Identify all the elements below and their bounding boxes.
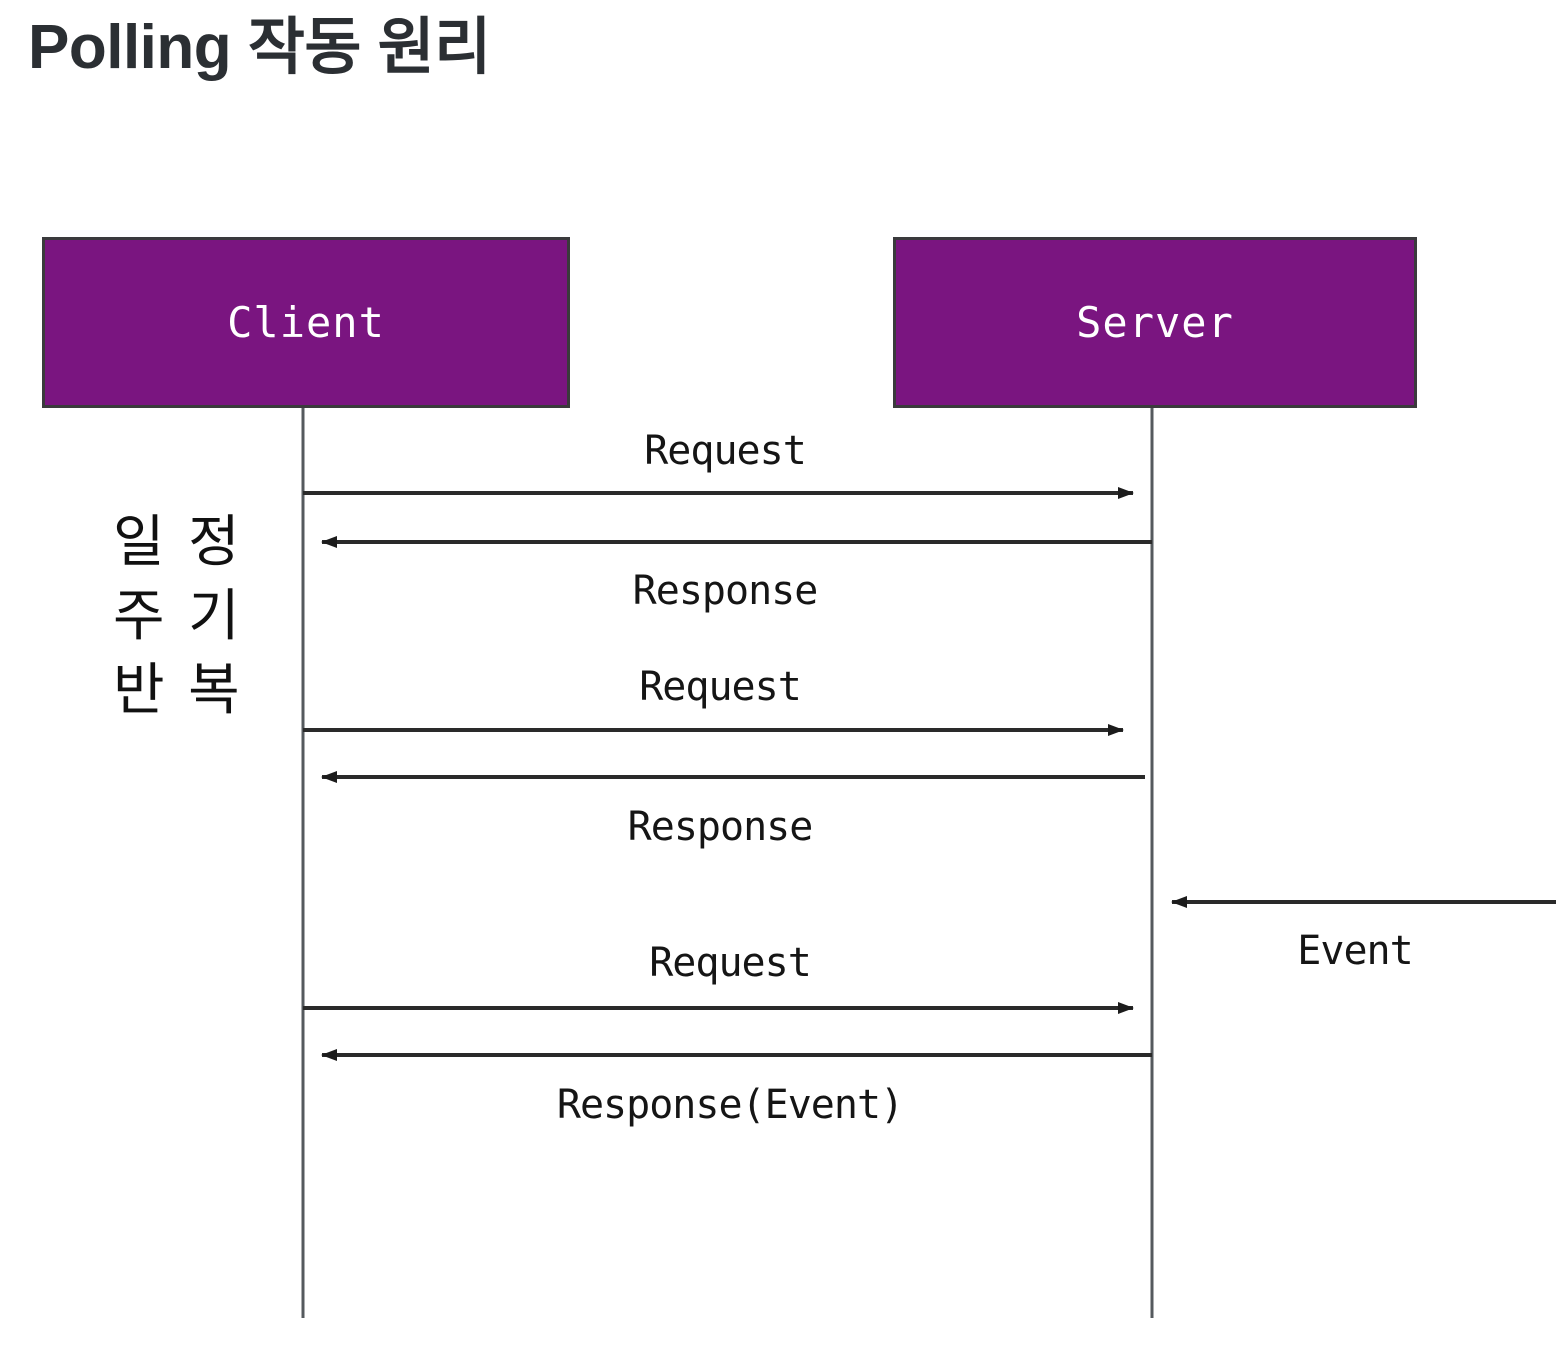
message-label-response-2: Response [627,804,814,850]
participant-box-client[interactable]: Client [42,237,570,408]
message-label-request-1: Request [644,428,807,474]
participant-box-server[interactable]: Server [893,237,1417,408]
message-label-request-3: Request [649,940,812,986]
participant-label-client: Client [227,298,385,347]
message-label-request-2: Request [639,664,802,710]
participant-label-server: Server [1076,298,1234,347]
message-label-response-event: Response(Event) [556,1082,904,1128]
repeat-annotation-line-2: 주 기 [113,584,244,647]
message-label-event: Event [1297,928,1413,974]
repeat-annotation-line-1: 일 정 [113,510,244,573]
page-title: Polling 작동 원리 [28,13,491,82]
repeat-annotation: 일 정 주 기 반 복 [113,505,244,727]
repeat-annotation-line-3: 반 복 [113,658,244,721]
message-label-response-1: Response [632,568,819,614]
